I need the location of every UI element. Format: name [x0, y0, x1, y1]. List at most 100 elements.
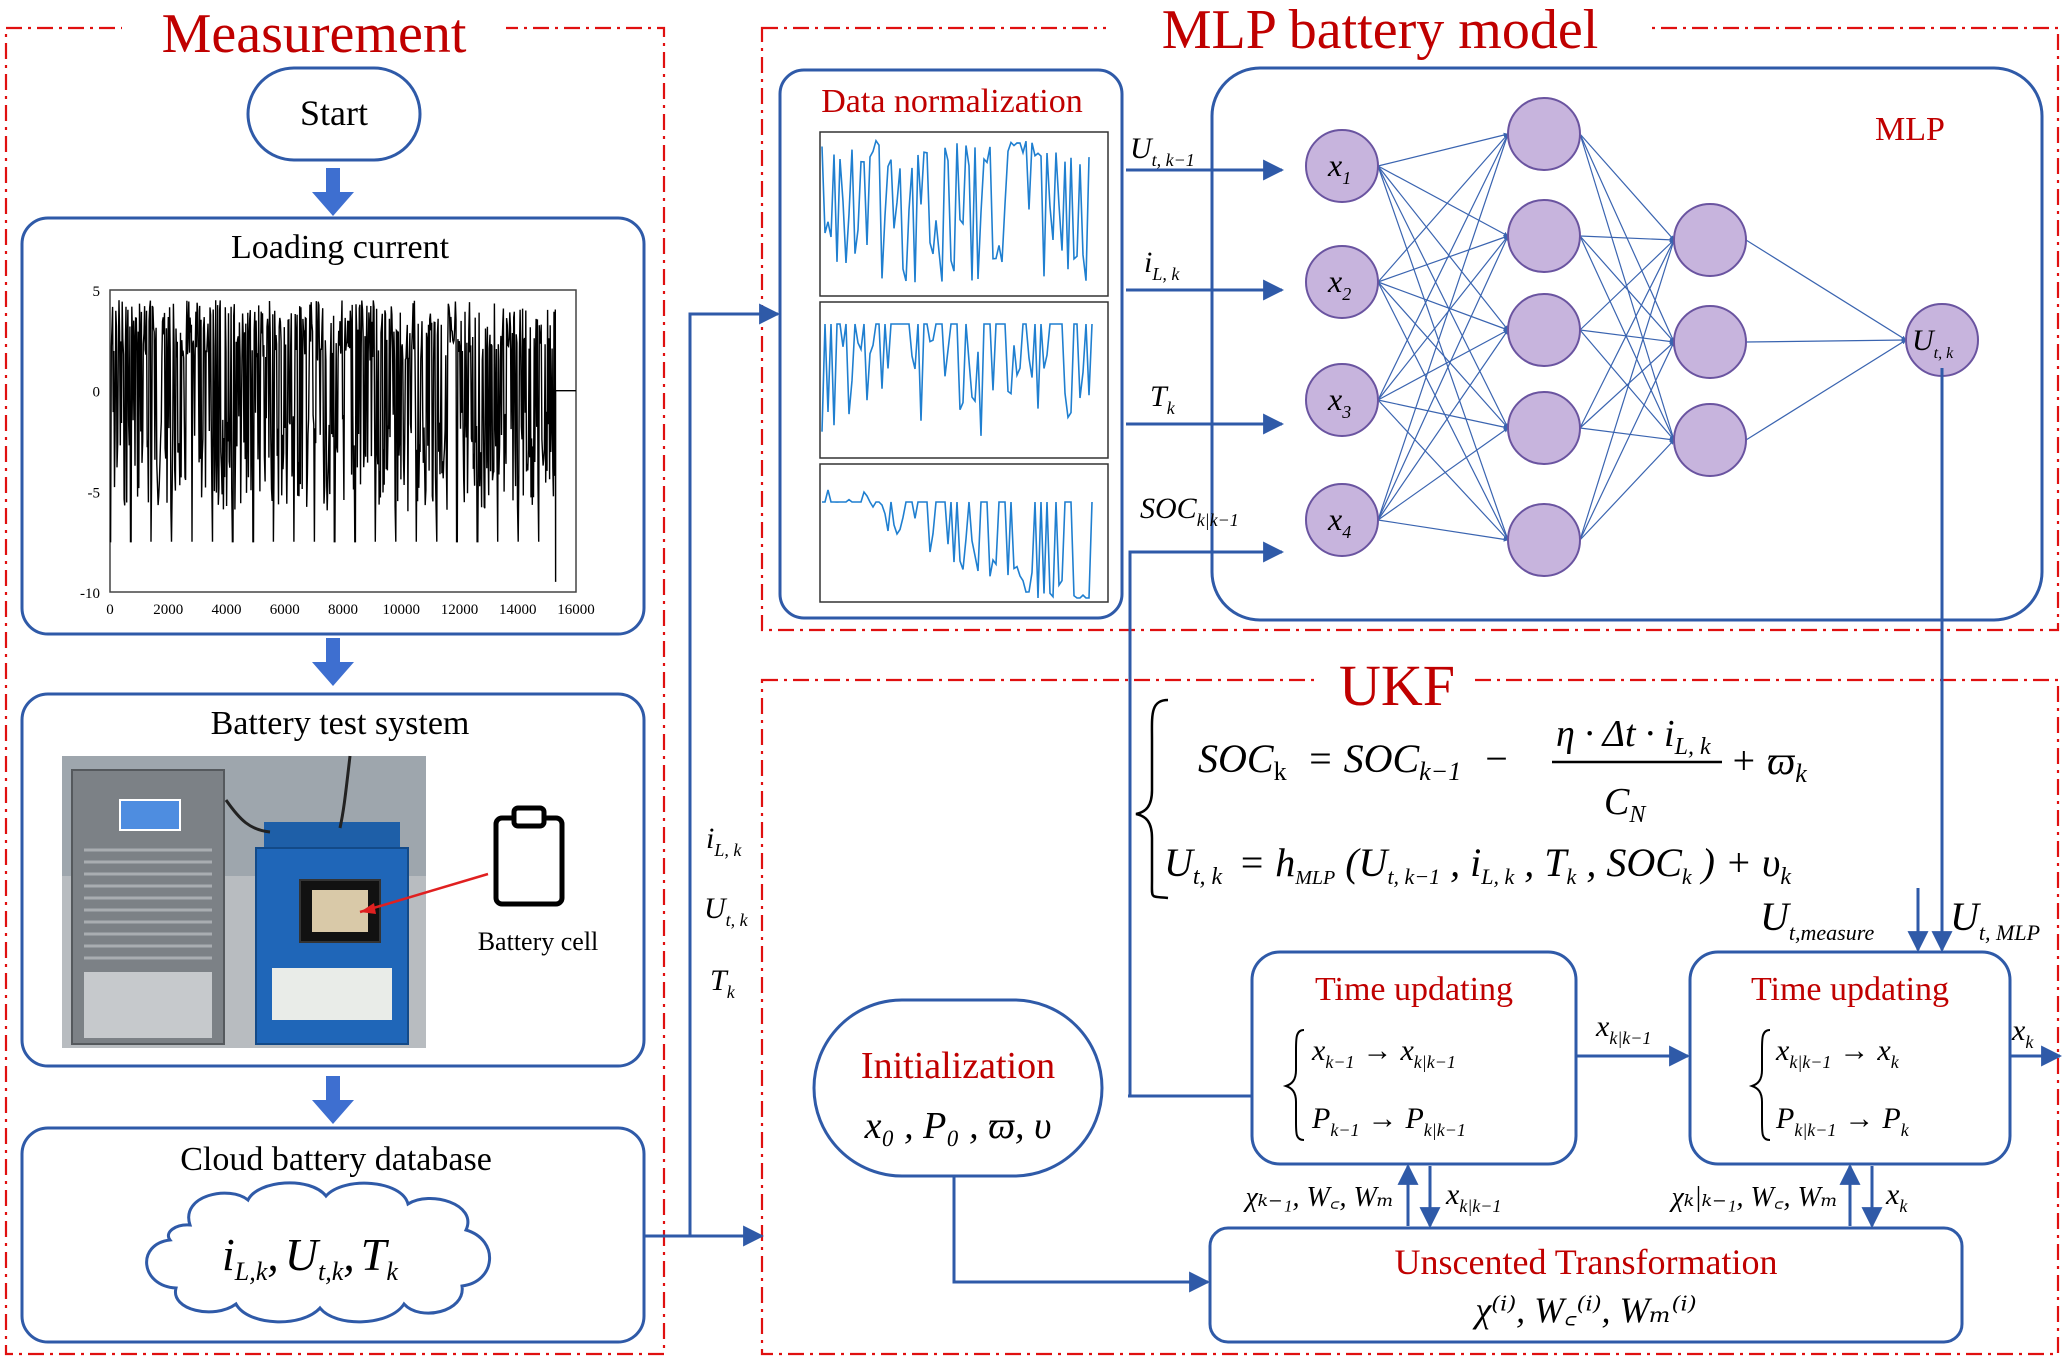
cloud-database-title: Cloud battery database [180, 1141, 492, 1178]
tester-display [119, 799, 181, 831]
input-label-t: T [1150, 380, 1169, 413]
svg-text:Ut,measure: Ut,measure [1760, 894, 1874, 945]
side-variables: iL, k Ut, k Tk [704, 822, 749, 1002]
input-label-u: U [1130, 132, 1154, 165]
input-node-label: x3 [1327, 381, 1351, 422]
ut-out1-label: x [1445, 1178, 1460, 1211]
mlp-edge [1377, 281, 1509, 331]
input-node [1305, 483, 1379, 557]
norm-soc-line [822, 489, 1093, 599]
svg-text:xk−1→xk|k−1: xk−1→xk|k−1 [1311, 1034, 1456, 1072]
cloud-to-normalization-line [688, 303, 781, 1236]
x-out-label: x [2011, 1014, 2026, 1047]
mlp-edge [1745, 339, 1907, 441]
hidden-node [1507, 199, 1581, 273]
mlp-edge [1579, 239, 1675, 331]
eq1-noise: + ϖ [1730, 738, 1796, 783]
hidden-node [1507, 97, 1581, 171]
norm-voltage-line [821, 138, 1090, 283]
x-tick-label: 8000 [328, 602, 358, 618]
mlp-edge [1579, 341, 1675, 429]
section-frames [4, 26, 2060, 1356]
mlp-edge [1377, 165, 1509, 237]
equation-brace [1135, 698, 1169, 900]
x-tick-label: 4000 [212, 602, 242, 618]
side-var-u: U [704, 892, 728, 925]
start-terminal [246, 66, 422, 162]
tu2-line2-a: P [1775, 1102, 1794, 1135]
svg-text:Tk: Tk [710, 964, 736, 1002]
cloud-var-u: U [285, 1229, 321, 1280]
input-node [1305, 363, 1379, 437]
mlp-edge [1377, 399, 1509, 430]
mlp-edge [1377, 329, 1509, 521]
ukf-frame [760, 678, 2060, 1356]
input-label-u-sub: t, k−1 [1152, 150, 1195, 170]
eq1-lhs: SOC [1198, 736, 1275, 781]
ukf-title: UKF [1339, 653, 1455, 718]
ut-title: Unscented Transformation [1395, 1242, 1778, 1282]
input-label-i: i [1144, 246, 1152, 279]
down-arrows [312, 168, 354, 1124]
tu2-line1-b-sub: k [1891, 1052, 1900, 1072]
mlp-edges [1377, 132, 1907, 542]
norm-plot-soc [819, 463, 1109, 603]
output-node-label: Ut, k [1912, 324, 1954, 362]
x-pred-sub: k|k−1 [1609, 1028, 1651, 1048]
initialization-vars: x₀ , P₀ , ϖ, υ [864, 1105, 1052, 1147]
mlp-frame [760, 26, 2060, 632]
x-tick-label: 12000 [441, 602, 479, 618]
current-series-line [109, 300, 576, 582]
side-var-i-sub: L, k [713, 840, 742, 860]
eq1-lhs-sub: k [1274, 757, 1287, 786]
cloud-shape [145, 1181, 492, 1324]
battery-cell-icon [493, 805, 565, 907]
initialization-box [812, 998, 1104, 1178]
svg-text:Ut, MLP: Ut, MLP [1950, 894, 2040, 945]
svg-text:xk: xk [1885, 1178, 1908, 1216]
cabinet-lower-door [84, 972, 212, 1038]
start-label: Start [300, 93, 368, 133]
input-label-t-sub: k [1167, 398, 1176, 418]
mlp-edge [1377, 133, 1509, 521]
svg-text:Ut, k−1: Ut, k−1 [1130, 132, 1195, 170]
ut-out1-sub: k|k−1 [1459, 1196, 1501, 1216]
initialization-title: Initialization [861, 1045, 1055, 1087]
svg-text:CN: CN [1604, 781, 1647, 828]
svg-text:xk|k−1→xk: xk|k−1→xk [1775, 1034, 1900, 1072]
ukf-flow-arrows [952, 1045, 2063, 1293]
loading-current-title: Loading current [231, 229, 450, 266]
eq1-noise-sub: k [1795, 759, 1807, 788]
input-label-soc: SOC [1140, 492, 1198, 525]
eq1-rhs-sub: k−1 [1419, 757, 1461, 786]
mlp-edge [1579, 439, 1675, 541]
mlp-edge [1579, 235, 1675, 343]
connector-lines [644, 303, 781, 1247]
ut-out2-label: x [1885, 1178, 1900, 1211]
input-node-label: x1 [1327, 147, 1351, 188]
svg-text:η · Δt · iL, k: η · Δt · iL, k [1556, 713, 1711, 760]
mlp-edge [1745, 239, 1907, 341]
hidden-node [1507, 391, 1581, 465]
cables [224, 755, 352, 834]
input-node [1305, 129, 1379, 203]
u-mlp-label: U [1950, 894, 1982, 939]
eq2-a1-sub: t, k−1 [1387, 864, 1440, 889]
eq2-tail-sub: k [1780, 864, 1791, 890]
eq2-a3-sub: k [1567, 864, 1578, 889]
cloud-var-u-sub: t,k [318, 1257, 344, 1286]
battery-test-photo [62, 755, 565, 1048]
eq2-lhs: U [1164, 840, 1196, 885]
svg-text:xk|k−1: xk|k−1 [1445, 1178, 1501, 1216]
y-tick-label: -10 [80, 586, 100, 602]
mlp-edge [1377, 133, 1509, 401]
input-node [1305, 245, 1379, 319]
down-arrow-1 [312, 168, 354, 216]
init-to-ut-arrow [952, 1176, 1211, 1293]
mlp-edge [1579, 239, 1675, 541]
ut-in1-label: χₖ₋₁, W꜀, Wₘ [1242, 1182, 1394, 1213]
svg-text:Pk|k−1→Pk: Pk|k−1→Pk [1775, 1102, 1910, 1140]
mlp-edge [1579, 329, 1675, 344]
x-pred-label: x [1595, 1010, 1610, 1043]
